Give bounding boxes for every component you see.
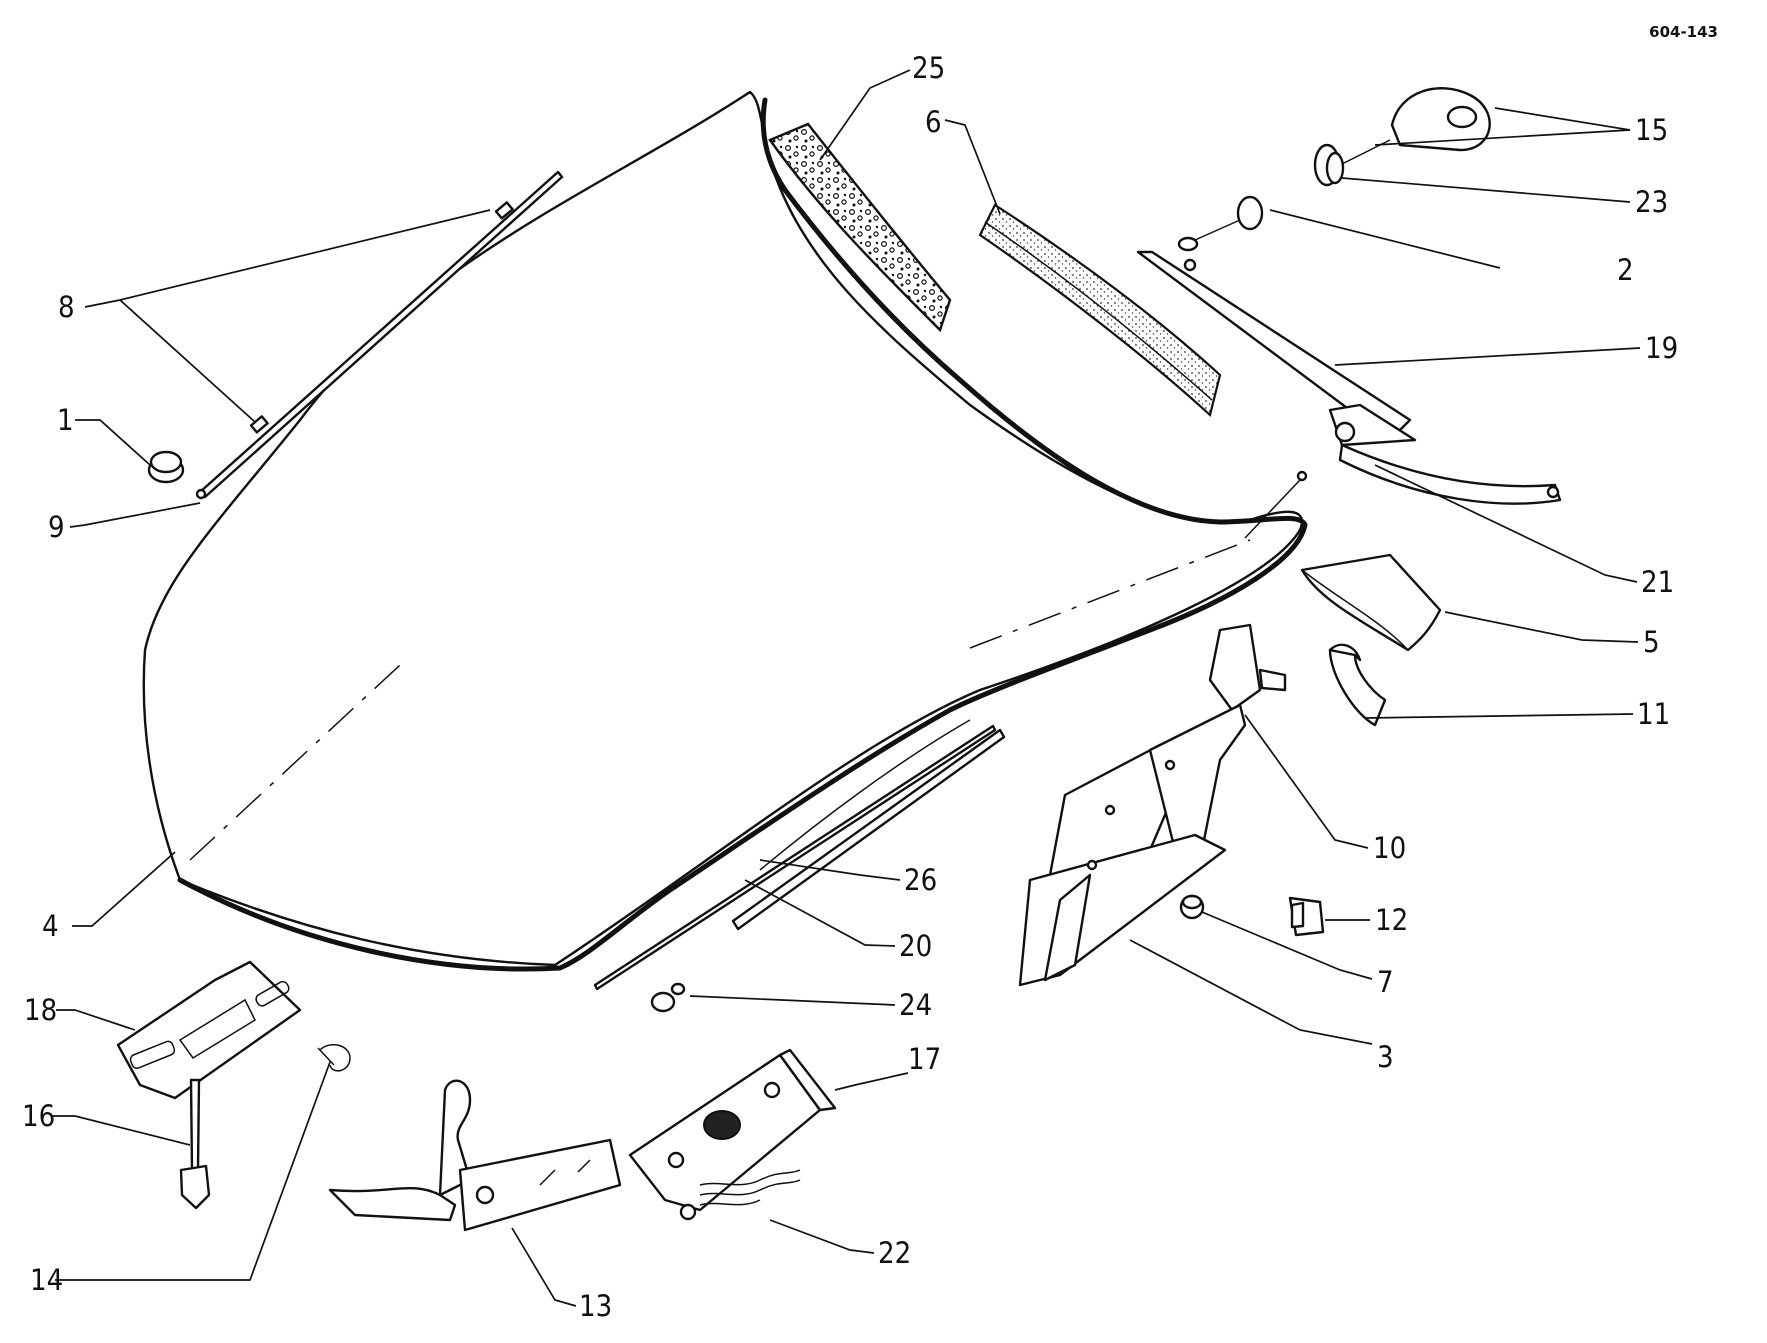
callout-18: 18 [24,993,57,1027]
callout-3: 3 [1377,1040,1394,1074]
callout-21: 21 [1641,565,1674,599]
nut-part [1179,894,1205,920]
latch-assembly-part [628,1048,837,1221]
screw-part [1288,896,1325,937]
rod-parts [593,724,1006,991]
callout-15: 15 [1635,113,1668,147]
bolt-part [179,1078,211,1210]
callout-5: 5 [1643,625,1660,659]
callout-8: 8 [58,290,75,324]
callout-16: 16 [22,1099,55,1133]
callout-10: 10 [1373,831,1406,865]
mounting-bracket-part [1208,623,1287,712]
hood-panel [142,90,1308,972]
callout-12: 12 [1375,903,1408,937]
small-nut-part [650,982,686,1013]
clip-part [1328,643,1387,727]
release-handle-part [1339,87,1491,166]
leader-lines [53,69,1641,1307]
callout-7: 7 [1377,965,1394,999]
rubber-grommet-part [147,450,185,484]
callout-1: 1 [57,403,74,437]
callout-2: 2 [1617,253,1634,287]
callout-17: 17 [908,1042,941,1076]
callout-22: 22 [878,1236,911,1270]
cable-grommet-part [1313,143,1345,187]
cable-bracket-part [1136,250,1562,505]
callout-13: 13 [579,1289,612,1323]
reinforcement-strip-part [1300,553,1442,652]
foam-seal-part [768,122,952,333]
callout-19: 19 [1645,331,1678,365]
callout-4: 4 [42,909,59,943]
small-spring-part [317,1043,351,1072]
callout-24: 24 [899,988,932,1022]
cable-end-part [1177,195,1264,252]
callout-26: 26 [904,863,937,897]
hinge-part [1018,703,1247,987]
callout-6: 6 [925,105,942,139]
callout-14: 14 [30,1263,63,1297]
callout-20: 20 [899,929,932,963]
callout-25: 25 [912,51,945,85]
prop-rod-part [195,170,564,500]
cable-pin [1296,470,1308,482]
catch-hook-part [328,1079,622,1232]
callout-23: 23 [1635,185,1668,219]
drawing-code: 604-143 [1649,23,1718,41]
callout-9: 9 [48,510,65,544]
weatherstrip-part [978,203,1222,418]
latch-cable [1244,479,1301,539]
latch-plate-part [116,960,302,1100]
callout-11: 11 [1637,697,1670,731]
